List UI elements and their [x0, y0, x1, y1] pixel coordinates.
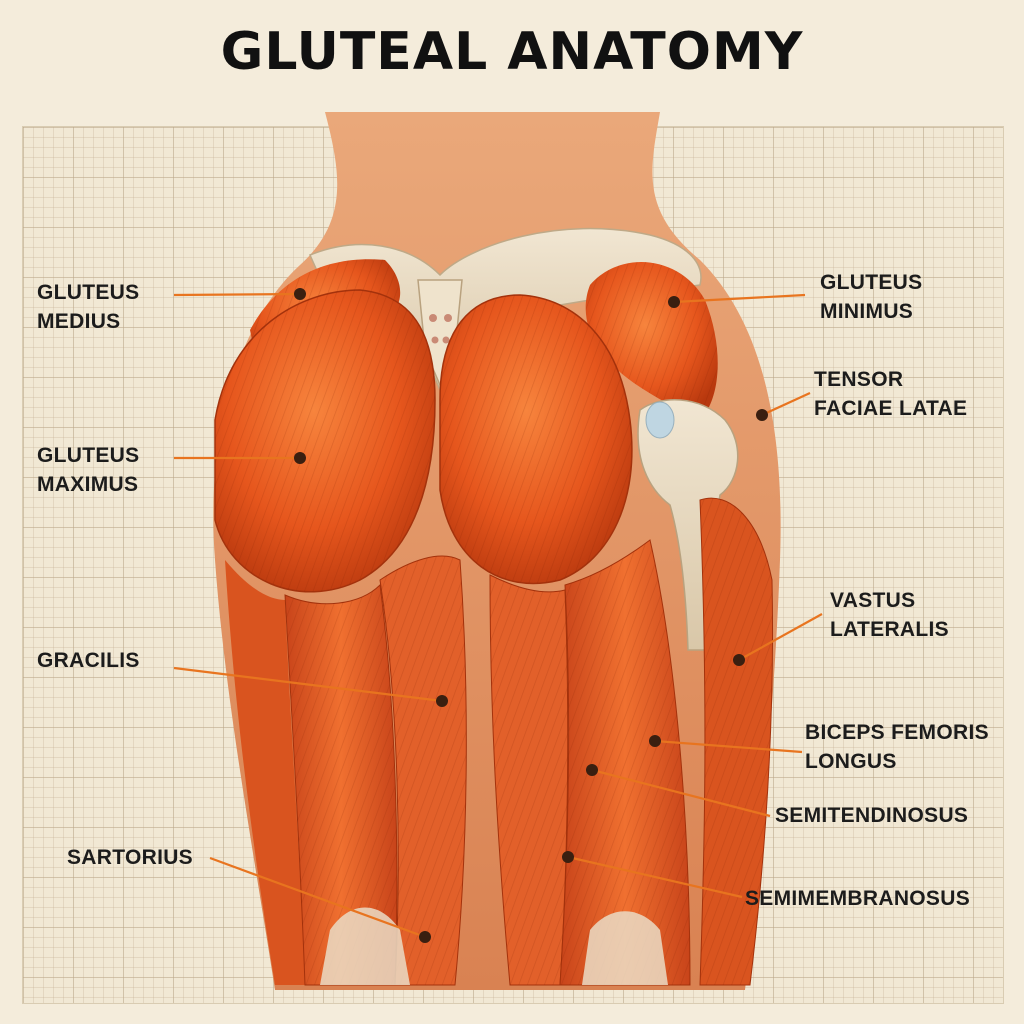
dot-gluteus-medius — [294, 288, 306, 300]
label-gluteus-medius: GLUTEUS MEDIUS — [37, 281, 140, 333]
label-sartorius: SARTORIUS — [67, 846, 193, 869]
dot-semimembranosus — [562, 851, 574, 863]
dot-sartorius — [419, 931, 431, 943]
label-gluteus-minimus: GLUTEUS MINIMUS — [820, 271, 923, 323]
leader-lines — [173, 292, 823, 939]
left-knee-tendon — [320, 907, 410, 985]
leader-sartorius — [209, 856, 426, 939]
leader-gluteus-minimus — [673, 293, 806, 304]
label-gracilis: GRACILIS — [37, 649, 140, 672]
leader-gracilis — [173, 666, 443, 703]
right-knee-tendon — [582, 911, 668, 985]
page-title: GLUTEAL ANATOMY — [220, 22, 804, 82]
leader-semitendinosus — [591, 768, 771, 818]
leader-semimembranosus — [567, 855, 743, 899]
label-semitendinosus: SEMITENDINOSUS — [775, 804, 969, 827]
dot-gracilis — [436, 695, 448, 707]
dot-biceps-femoris — [649, 735, 661, 747]
dot-gluteus-minimus — [668, 296, 680, 308]
dot-tensor-faciae-latae — [756, 409, 768, 421]
leader-vastus-lateralis — [738, 613, 823, 661]
leader-gluteus-medius — [173, 292, 301, 297]
label-biceps-femoris-longus: BICEPS FEMORIS LONGUS — [805, 721, 989, 773]
leader-biceps-femoris — [654, 739, 803, 754]
label-vastus-lateralis: VASTUS LATERALIS — [830, 589, 949, 641]
leader-dots — [294, 288, 768, 943]
dot-semitendinosus — [586, 764, 598, 776]
label-gluteus-maximus: GLUTEUS MAXIMUS — [37, 444, 140, 496]
dot-gluteus-maximus — [294, 452, 306, 464]
label-tensor-faciae-latae: TENSOR FACIAE LATAE — [814, 368, 968, 420]
leader-tensor-faciae-latae — [761, 392, 811, 416]
dot-vastus-lateralis — [733, 654, 745, 666]
label-semimembranosus: SEMIMEMBRANOSUS — [745, 887, 971, 910]
left-thigh-lateral — [225, 560, 305, 985]
